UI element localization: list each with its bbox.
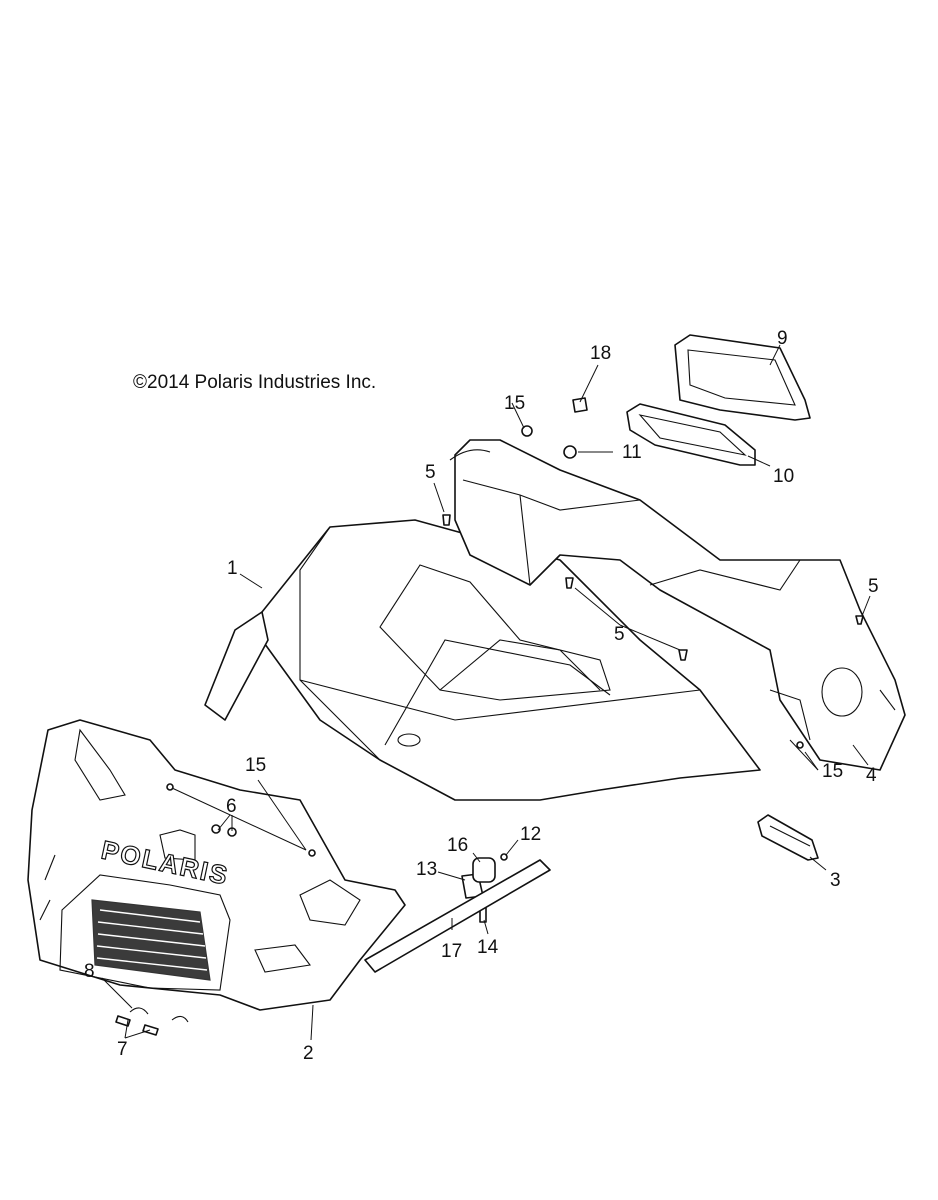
clip-part [129,1007,189,1023]
callout-5a: 5 [425,462,436,483]
grab-handle-part [757,814,819,861]
callout-15b: 15 [245,755,266,776]
screw-part [442,514,451,526]
callout-17: 17 [441,941,462,962]
callout-9: 9 [777,328,788,349]
dash-part [449,439,906,771]
support-tube [364,859,551,973]
callout-4: 4 [866,765,877,786]
bolt-part [211,824,237,837]
pin-part [115,1015,159,1036]
leader-lines [101,344,871,1041]
callout-10: 10 [773,466,794,487]
callout-3: 3 [830,870,841,891]
callout-13: 13 [416,859,437,880]
hood-part [261,519,761,801]
bezel-part [674,334,811,421]
front-grille [91,899,211,981]
retainer-part [166,425,804,857]
spacer-part [472,857,496,883]
seal-part [626,403,756,466]
callout-1: 1 [227,558,238,579]
screw-part [855,615,864,625]
clip-part-18 [572,397,588,413]
callout-5b: 5 [614,624,625,645]
callout-2: 2 [303,1043,314,1064]
callout-14: 14 [477,937,499,958]
callout-7: 7 [117,1039,128,1060]
screw-part-12 [500,853,508,861]
nut-part [563,445,577,459]
screw-part [565,577,574,589]
callout-18: 18 [590,343,611,364]
callout-15c: 15 [822,761,843,782]
callout-6: 6 [226,796,237,817]
callout-5c: 5 [868,576,879,597]
callout-8: 8 [84,961,95,982]
callout-12: 12 [520,824,541,845]
callout-15a: 15 [504,393,525,414]
copyright-notice: ©2014 Polaris Industries Inc. [133,372,376,393]
screw-part [678,649,688,661]
callout-11: 11 [622,442,642,463]
callout-16: 16 [447,835,468,856]
hood-side-panel [204,611,269,721]
